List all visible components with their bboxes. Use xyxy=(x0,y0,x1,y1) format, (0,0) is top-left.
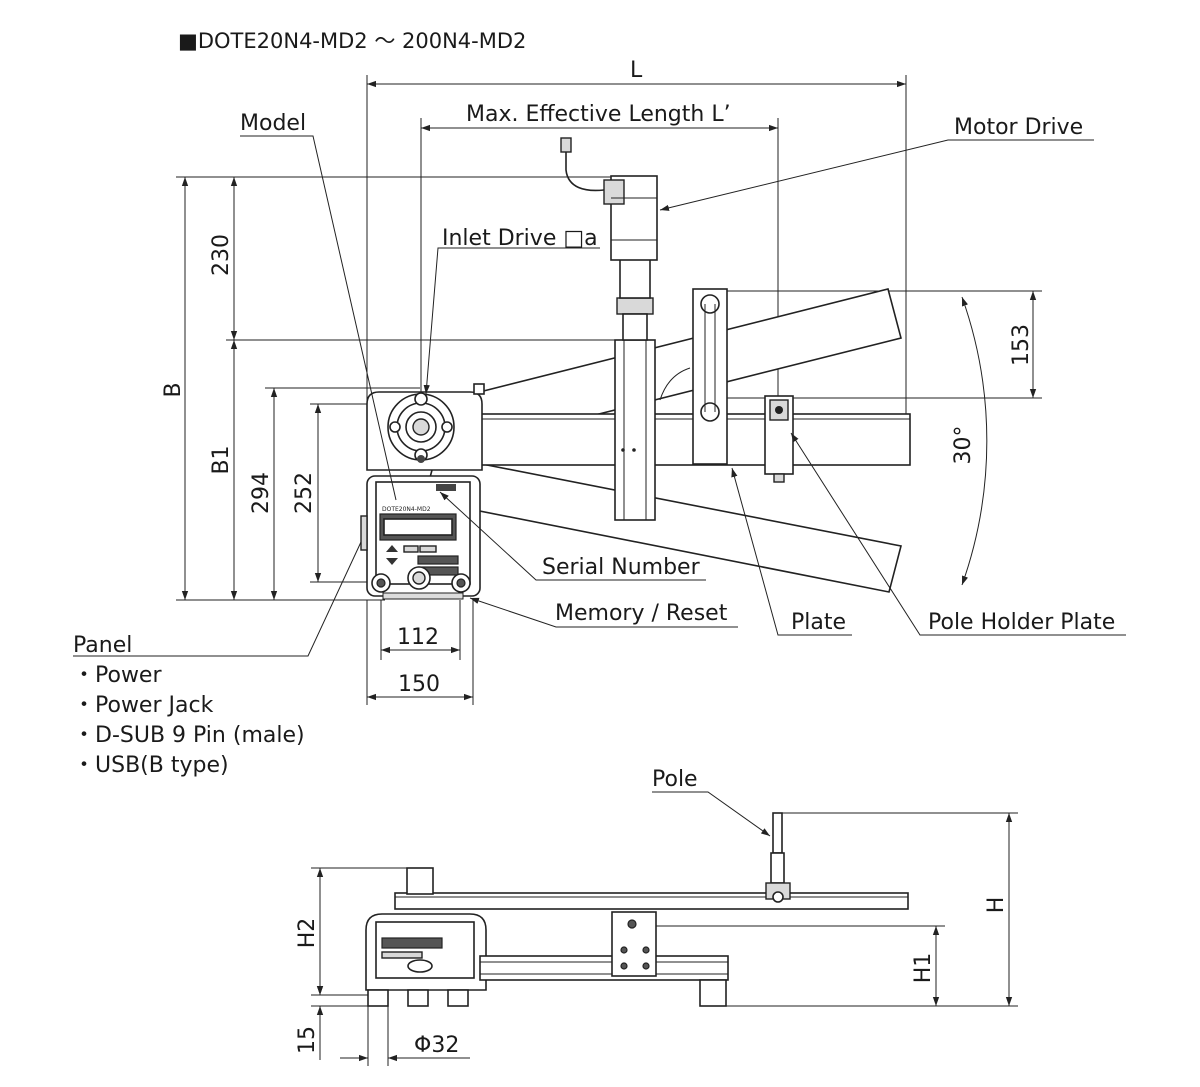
dim-150: 150 xyxy=(398,672,440,697)
label-memory-reset: Memory / Reset xyxy=(555,601,728,626)
dimension-lines-top xyxy=(176,75,1042,705)
dim-252: 252 xyxy=(292,472,317,514)
label-inlet-drive: Inlet Drive □a xyxy=(442,226,598,251)
side-panel-connectors xyxy=(360,515,368,551)
dim-B: B xyxy=(161,382,186,397)
label-serial-number: Serial Number xyxy=(542,555,701,580)
dim-15: 15 xyxy=(295,1026,320,1054)
dim-H: H xyxy=(984,897,1009,914)
coupling xyxy=(616,297,654,315)
torque-tester-top-view: DOTE20N4-MD2 xyxy=(360,137,911,600)
torque-tester-side-view xyxy=(365,812,909,1007)
side-pole xyxy=(772,812,783,854)
motor-drive xyxy=(610,175,658,261)
dim-phi32: Φ32 xyxy=(414,1033,459,1058)
column xyxy=(614,339,656,521)
label-panel-item: ・USB(B type) xyxy=(73,753,229,778)
dim-H1: H1 xyxy=(911,953,936,984)
label-model: Model xyxy=(240,111,306,136)
label-panel-item: ・D-SUB 9 Pin (male) xyxy=(73,723,305,748)
label-pole-holder-plate: Pole Holder Plate xyxy=(928,610,1115,635)
label-max-effective-length: Max. Effective Length L’ xyxy=(466,102,731,127)
plate-bar xyxy=(469,413,911,466)
dim-H2: H2 xyxy=(295,918,320,949)
dim-230: 230 xyxy=(209,234,234,276)
drawing-title: ■DOTE20N4-MD2 ～ 200N4-MD2 xyxy=(178,29,526,53)
label-panel-item: ・Power xyxy=(73,663,162,688)
dim-112: 112 xyxy=(397,625,439,650)
label-pole: Pole xyxy=(652,767,698,792)
side-pole-arm xyxy=(394,892,909,910)
dimension-lines-side xyxy=(311,812,1018,1066)
dim-L: L xyxy=(630,58,643,83)
label-motor-drive: Motor Drive xyxy=(954,115,1083,140)
leader-lines-top xyxy=(73,135,1126,657)
label-plate: Plate xyxy=(791,610,846,635)
dim-B1: B1 xyxy=(209,445,234,474)
plate xyxy=(692,288,728,465)
side-rail xyxy=(479,955,729,981)
leader-pole xyxy=(652,791,771,837)
label-panel-item: ・Power Jack xyxy=(73,693,214,718)
svg-text:DOTE20N4-MD2: DOTE20N4-MD2 xyxy=(382,506,431,513)
label-panel: Panel xyxy=(73,633,132,658)
dim-153: 153 xyxy=(1009,324,1034,366)
motor-cable xyxy=(565,150,605,192)
dim-294: 294 xyxy=(249,472,274,514)
dim-angle: 30° xyxy=(951,426,976,465)
